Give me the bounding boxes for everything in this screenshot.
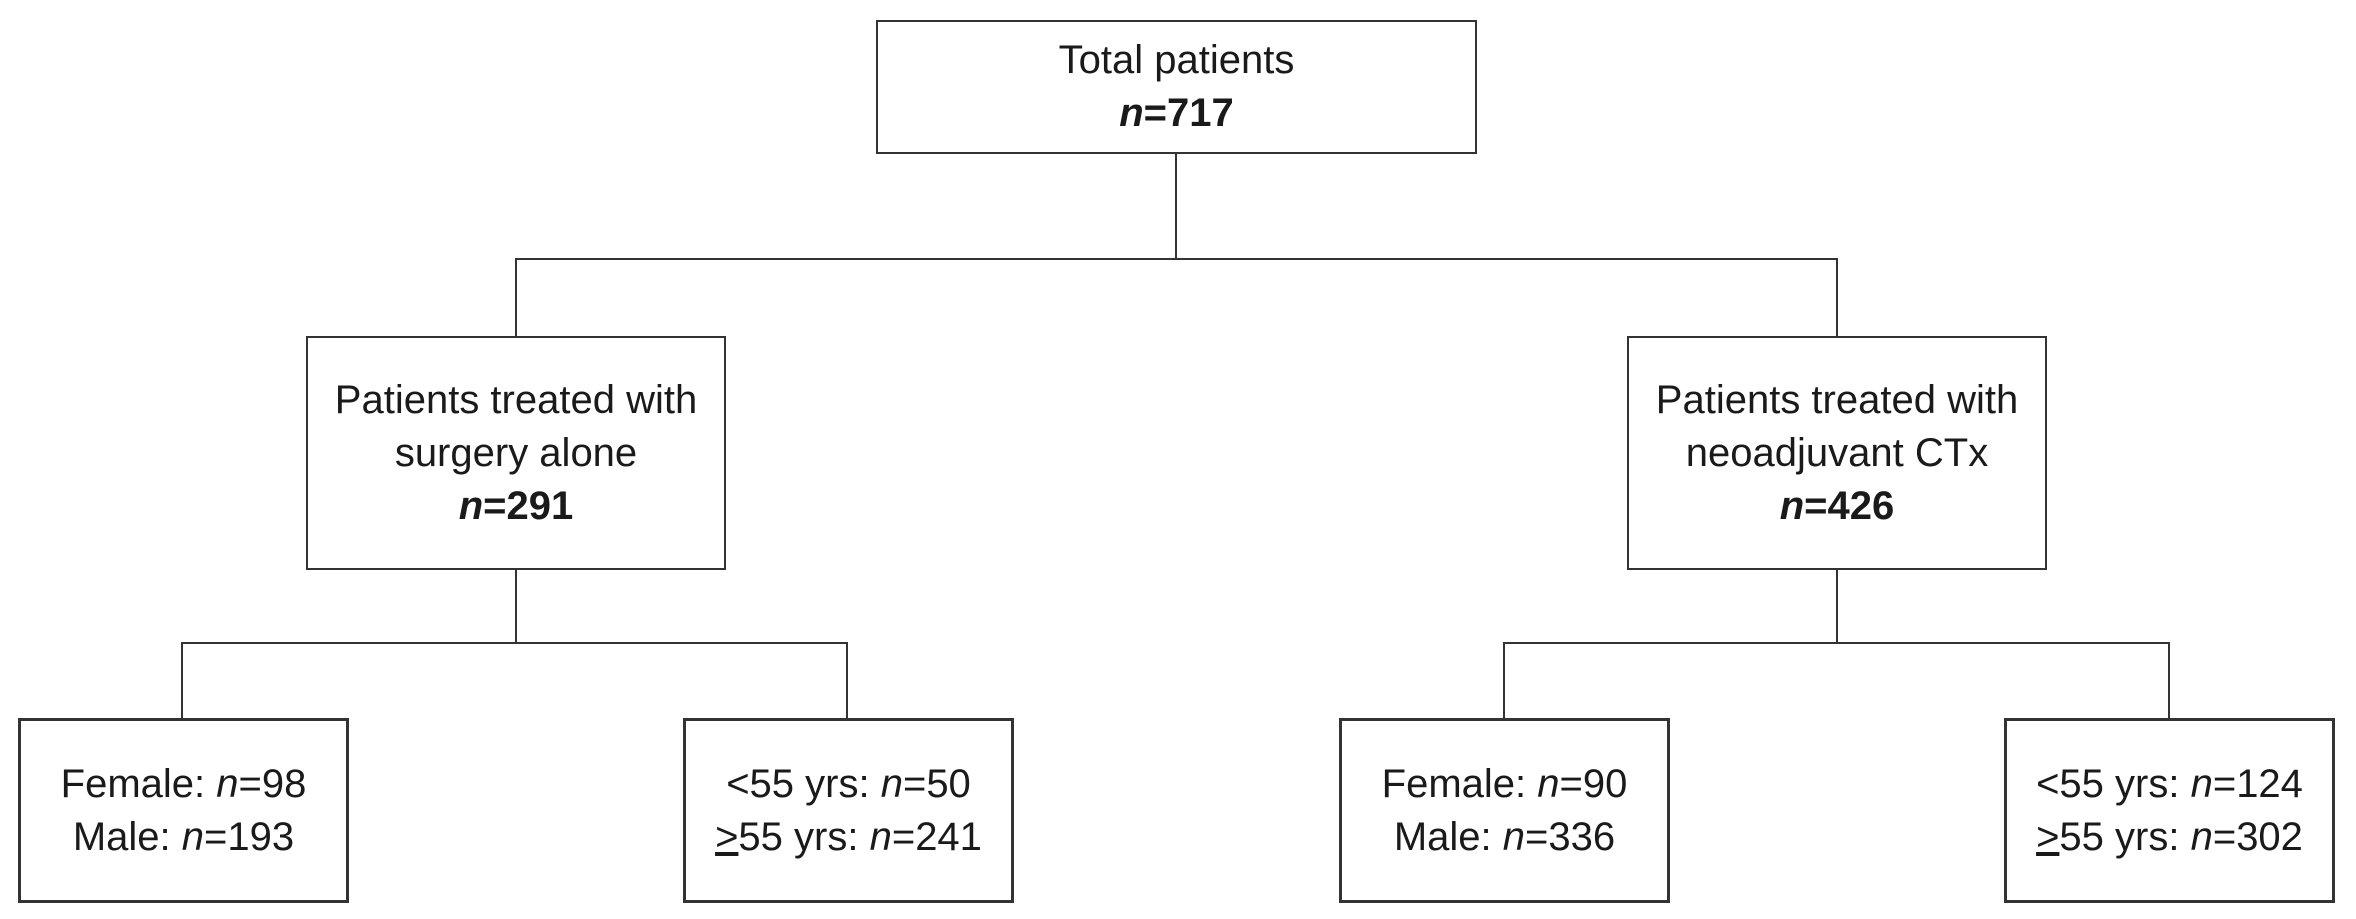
neoadjuvant-ctx-title-line1: Patients treated with [1655,377,2019,422]
neoadjuvant-ctx-55-plus: >55 yrs: n=302 [2036,814,2303,859]
connector-to-left-branch [515,258,517,337]
surgery-alone-title-line2: surgery alone [394,430,638,475]
total-patients-box: Total patients n=717 [876,20,1477,154]
surgery-alone-under-55: <55 yrs: n=50 [726,761,971,806]
connector-to-left-sex [181,642,183,720]
surgery-alone-55-plus: >55 yrs: n=241 [715,814,982,859]
connector-root-down [1175,152,1177,259]
connector-left-down [515,568,517,643]
connector-root-horizontal [515,258,1838,260]
neoadjuvant-ctx-male: Male: n=336 [1393,814,1616,859]
neoadjuvant-ctx-sex-box: Female: n=90 Male: n=336 [1339,718,1670,903]
surgery-alone-male: Male: n=193 [72,814,295,859]
surgery-alone-title-line1: Patients treated with [334,377,698,422]
connector-left-horizontal [181,642,848,644]
neoadjuvant-ctx-count: n=426 [1779,483,1895,528]
connector-right-horizontal [1503,642,2170,644]
neoadjuvant-ctx-age-box: <55 yrs: n=124 >55 yrs: n=302 [2004,718,2335,903]
surgery-alone-count: n=291 [458,483,574,528]
connector-to-left-age [846,642,848,720]
surgery-alone-box: Patients treated with surgery alone n=29… [306,336,726,570]
connector-to-right-age [2168,642,2170,720]
surgery-alone-sex-box: Female: n=98 Male: n=193 [18,718,349,903]
total-patients-count: n=717 [1119,91,1234,135]
connector-right-down [1836,568,1838,643]
neoadjuvant-ctx-female: Female: n=90 [1381,761,1628,806]
total-patients-title: Total patients [1058,38,1295,82]
neoadjuvant-ctx-box: Patients treated with neoadjuvant CTx n=… [1627,336,2047,570]
neoadjuvant-ctx-title-line2: neoadjuvant CTx [1685,430,1989,475]
surgery-alone-female: Female: n=98 [60,761,307,806]
connector-to-right-sex [1503,642,1505,720]
surgery-alone-age-box: <55 yrs: n=50 >55 yrs: n=241 [683,718,1014,903]
connector-to-right-branch [1836,258,1838,337]
neoadjuvant-ctx-under-55: <55 yrs: n=124 [2036,761,2303,806]
